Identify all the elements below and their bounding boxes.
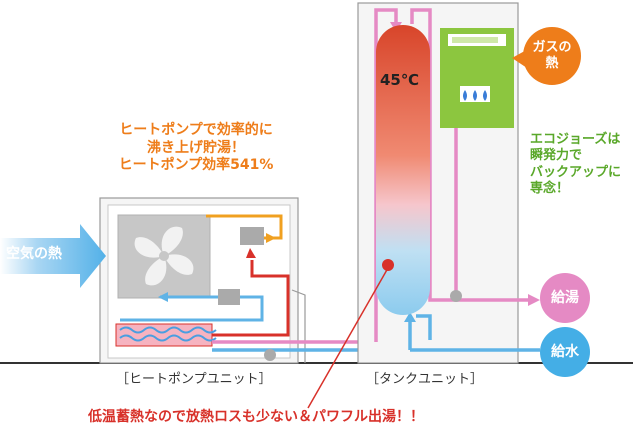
gas-unit <box>440 28 514 128</box>
water-supply-badge: 給水 <box>540 327 590 377</box>
heat-pump-red-arrow <box>246 248 256 258</box>
bottom-caption: 低温蓄熱なので放熱ロスも少ない＆パワフル出湯！！ <box>88 409 424 425</box>
tank-temperature: 45℃ <box>380 71 420 89</box>
water-supply-pipe-upper <box>416 314 432 340</box>
compressor-box <box>240 227 264 245</box>
tank-inlet-blue-arrow <box>404 312 416 322</box>
hot-water-supply-badge: 給湯 <box>540 273 590 323</box>
air-heat-arrow <box>0 224 106 288</box>
heat-pump-caption: ヒートポンプで効率的に 沸き上げ貯湯！ ヒートポンプ効率541% <box>118 122 274 173</box>
tank-pipe-pink-top <box>410 8 530 302</box>
refrigerant-pipe-return <box>120 295 264 322</box>
refrigerant-arrow-left <box>158 292 168 302</box>
tank-hotspot <box>382 259 394 271</box>
gas-flame-icon <box>463 90 487 101</box>
fan-icon <box>117 214 211 299</box>
storage-tank <box>376 25 430 315</box>
refrigerant-arrow <box>266 233 276 243</box>
tank-unit-label: ［タンクユニット］ <box>366 372 484 387</box>
pipe-joint <box>264 349 276 361</box>
heat-pump-unit-label: ［ヒートポンプユニット］ <box>116 372 272 387</box>
air-heat-label: 空気の熱 <box>6 246 62 262</box>
hot-water-joint <box>450 290 462 302</box>
callout-line <box>307 267 389 409</box>
hot-water-arrow <box>528 294 540 306</box>
ecojozu-caption: エコジョーズは 瞬発力で バックアップに 専念！ <box>530 132 622 196</box>
expansion-valve-box <box>218 289 240 305</box>
heat-exchanger-coil <box>115 323 217 347</box>
refrigerant-pipe-up <box>212 260 290 337</box>
gas-heat-badge: ガスの 熱 <box>523 27 581 85</box>
